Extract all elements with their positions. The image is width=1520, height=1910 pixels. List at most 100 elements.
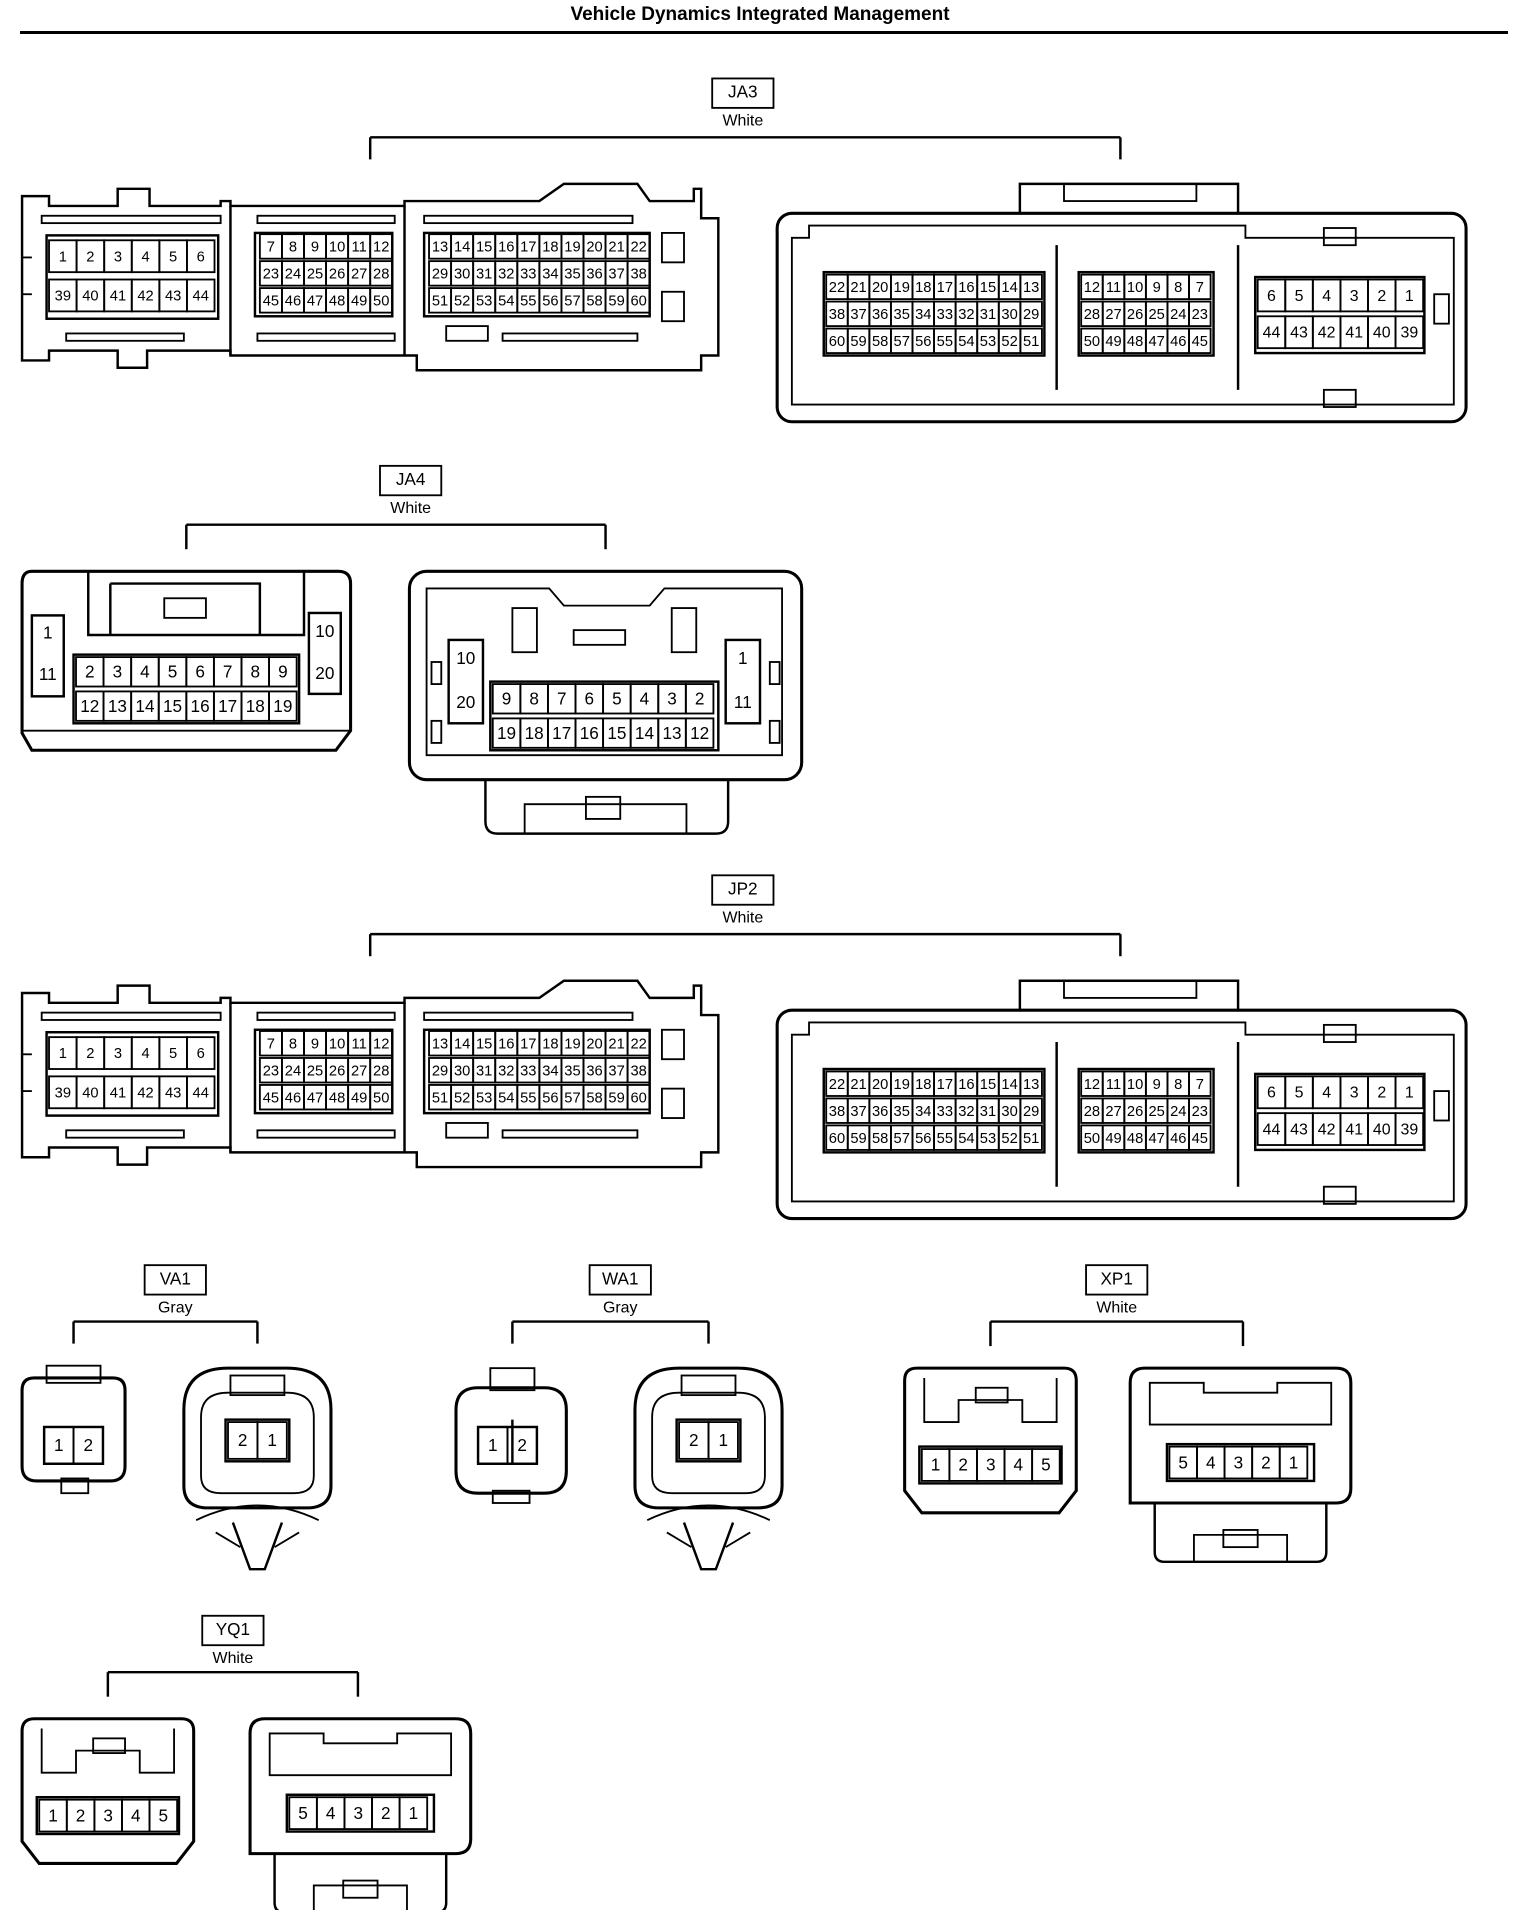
pin-number: 18 xyxy=(525,723,544,743)
pin-number: 19 xyxy=(894,280,910,296)
pin-number: 12 xyxy=(1084,280,1100,296)
connector-id: XP1 xyxy=(1100,1268,1132,1288)
connector-color: Gray xyxy=(158,1299,193,1316)
pin-number: 60 xyxy=(829,334,845,350)
pin-number: 3 xyxy=(114,1046,122,1062)
pin-number: 20 xyxy=(315,663,334,683)
pin-number: 8 xyxy=(289,240,297,256)
pin-number: 55 xyxy=(520,293,536,309)
pin-number: 3 xyxy=(1350,288,1359,305)
pin-number: 18 xyxy=(915,1077,931,1093)
pin-number: 5 xyxy=(168,662,178,682)
pin-number: 8 xyxy=(289,1036,297,1052)
pin-number: 56 xyxy=(915,1131,931,1147)
pin-number: 2 xyxy=(238,1430,248,1450)
pin-number: 2 xyxy=(695,689,705,709)
pin-number: 10 xyxy=(456,648,475,668)
pin-number: 22 xyxy=(630,240,646,256)
pin-number: 12 xyxy=(373,1036,389,1052)
pin-number: 9 xyxy=(1153,1077,1161,1093)
pin-number: 5 xyxy=(169,1046,177,1062)
pin-number: 12 xyxy=(1084,1077,1100,1093)
pin-number: 58 xyxy=(872,334,888,350)
pin-number: 20 xyxy=(586,1036,602,1052)
pin-number: 49 xyxy=(1105,1131,1121,1147)
connector-id: JA3 xyxy=(728,82,758,102)
pin-number: 2 xyxy=(86,249,94,265)
pin-number: 9 xyxy=(502,689,512,709)
pin-number: 26 xyxy=(1127,1104,1143,1120)
pin-number: 5 xyxy=(1041,1455,1051,1475)
pin-number: 53 xyxy=(980,1131,996,1147)
pin-number: 2 xyxy=(689,1430,699,1450)
pin-number: 14 xyxy=(454,240,470,256)
pin-number: 12 xyxy=(690,723,709,743)
pin-number: 19 xyxy=(497,723,516,743)
pin-number: 45 xyxy=(1192,334,1208,350)
pin-number: 39 xyxy=(55,1085,71,1101)
pin-number: 1 xyxy=(1405,288,1414,305)
pin-number: 35 xyxy=(894,307,910,323)
pin-number: 21 xyxy=(608,1036,624,1052)
pin-number: 58 xyxy=(872,1131,888,1147)
pin-number: 4 xyxy=(141,1046,149,1062)
pin-number: 7 xyxy=(1196,280,1204,296)
pin-number: 14 xyxy=(1001,280,1017,296)
pin-number: 1 xyxy=(1289,1452,1299,1472)
pin-number: 23 xyxy=(263,266,279,282)
pin-number: 9 xyxy=(311,240,319,256)
connector-id: WA1 xyxy=(602,1268,639,1288)
pin-number: 37 xyxy=(608,266,624,282)
pin-number: 6 xyxy=(585,689,595,709)
pin-number: 58 xyxy=(586,1090,602,1106)
pin-number: 16 xyxy=(191,696,210,716)
pin-number: 20 xyxy=(456,692,475,712)
pin-number: 16 xyxy=(958,1077,974,1093)
pin-number: 11 xyxy=(352,240,367,256)
pin-number: 46 xyxy=(285,293,301,309)
pin-number: 48 xyxy=(1127,334,1143,350)
pin-number: 6 xyxy=(197,249,205,265)
pin-number: 2 xyxy=(83,1435,93,1455)
pin-number: 18 xyxy=(542,1036,558,1052)
pin-number: 38 xyxy=(829,1104,845,1120)
pin-number: 14 xyxy=(1001,1077,1017,1093)
pin-number: 3 xyxy=(113,662,123,682)
pin-number: 4 xyxy=(140,662,150,682)
pin-number: 55 xyxy=(937,334,953,350)
pin-number: 24 xyxy=(285,266,301,282)
pin-number: 3 xyxy=(986,1455,996,1475)
pin-number: 4 xyxy=(1322,1085,1331,1102)
pin-number: 24 xyxy=(1170,1104,1186,1120)
pin-number: 54 xyxy=(958,334,974,350)
pin-number: 18 xyxy=(542,240,558,256)
pin-number: 45 xyxy=(263,1090,279,1106)
pin-number: 4 xyxy=(1014,1455,1024,1475)
pin-number: 25 xyxy=(1148,307,1164,323)
pin-number: 25 xyxy=(307,266,323,282)
pin-number: 10 xyxy=(1127,1077,1143,1093)
pin-number: 5 xyxy=(1178,1452,1188,1472)
pin-number: 2 xyxy=(1261,1452,1271,1472)
pin-number: 3 xyxy=(103,1805,113,1825)
pin-number: 31 xyxy=(476,266,492,282)
pin-number: 30 xyxy=(1001,307,1017,323)
pin-number: 34 xyxy=(542,266,558,282)
pin-number: 40 xyxy=(82,1085,98,1101)
pin-number: 4 xyxy=(1206,1452,1216,1472)
pin-number: 33 xyxy=(520,266,536,282)
pin-number: 56 xyxy=(542,293,558,309)
pin-number: 52 xyxy=(454,293,470,309)
pin-number: 15 xyxy=(476,1036,492,1052)
pin-number: 16 xyxy=(958,280,974,296)
pin-number: 25 xyxy=(307,1063,323,1079)
pin-number: 15 xyxy=(980,280,996,296)
pin-number: 46 xyxy=(1170,1131,1186,1147)
pin-number: 11 xyxy=(1106,1077,1121,1093)
pin-number: 1 xyxy=(59,249,67,265)
pin-number: 23 xyxy=(1192,307,1208,323)
pin-number: 32 xyxy=(498,266,514,282)
pin-number: 43 xyxy=(165,289,181,305)
